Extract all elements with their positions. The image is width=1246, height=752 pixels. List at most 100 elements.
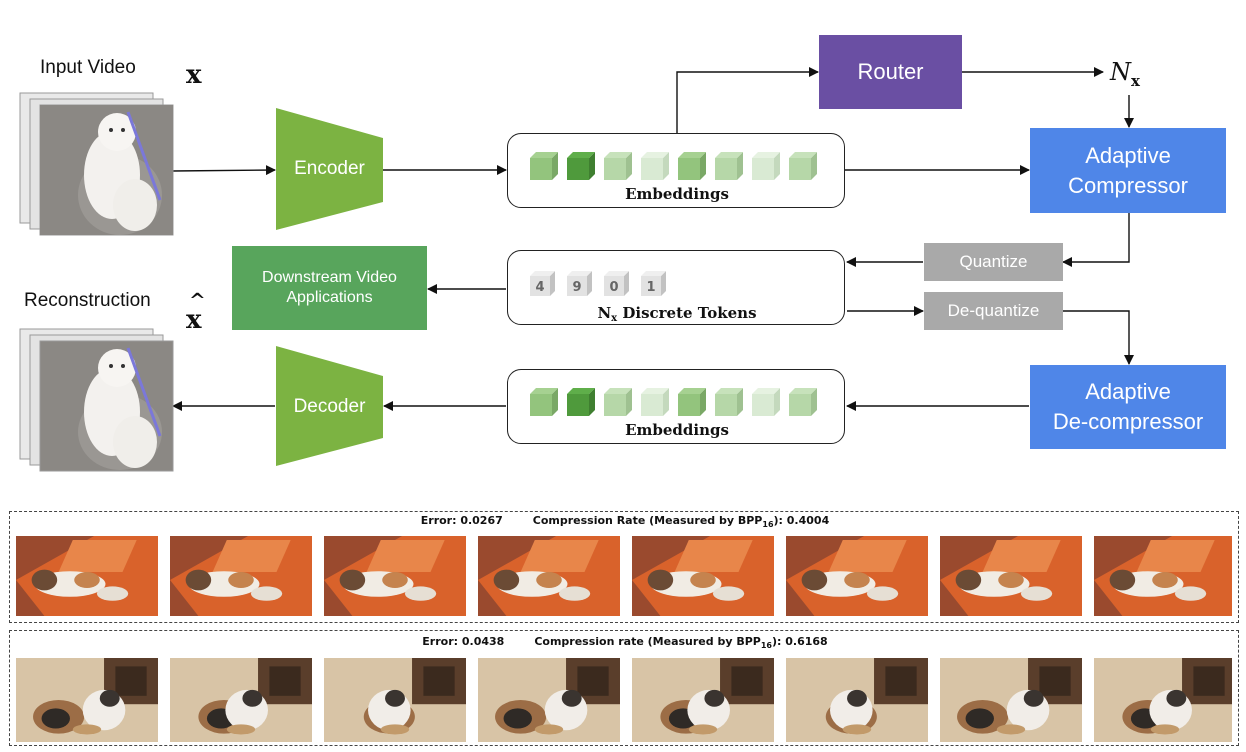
example-1-error: Error: 0.0267 [420, 514, 503, 527]
reconstruction-label: Reconstruction [24, 290, 151, 311]
token-digit: 4 [535, 280, 544, 295]
adaptive-decompressor-line2: De-compressor [1052, 409, 1204, 434]
example-panel-2: Error: 0.0438 Compression rate (Measured … [9, 630, 1239, 746]
router-label: Router [857, 59, 924, 84]
embedding-cube [530, 388, 558, 416]
input-symbol: x [186, 60, 202, 90]
tokens-panel: 4 9 0 1 Nx Discrete Tokens [507, 250, 845, 325]
embedding-cube [789, 152, 817, 180]
adaptive-decompressor-line1: Adaptive [1085, 379, 1171, 404]
dequantize-box: De-quantize [924, 292, 1063, 330]
embedding-cube [604, 152, 632, 180]
token-blocks: 4 9 0 1 [528, 269, 728, 299]
nx-sub: x [1131, 72, 1140, 90]
embedding-cube [567, 152, 595, 180]
example-2-rate-sub: 16 [760, 641, 772, 650]
embedding-cubes-top [528, 150, 828, 184]
encoder-shape [276, 108, 383, 230]
nx-main: N [1110, 58, 1131, 86]
adaptive-compressor-box: Adaptive Compressor [1030, 128, 1226, 213]
embeddings-panel-top: Embeddings [507, 133, 845, 208]
decoder-shape [276, 346, 383, 466]
adaptive-compressor-line2: Compressor [1068, 172, 1188, 198]
example-1-caption: Error: 0.0267 Compression Rate (Measured … [10, 514, 1240, 529]
example-panel-1: Error: 0.0267 Compression Rate (Measured … [9, 511, 1239, 623]
embedding-cube [641, 388, 669, 416]
embedding-cubes-bottom [528, 386, 828, 420]
embedding-cube [789, 388, 817, 416]
embedding-cube [752, 388, 780, 416]
video-frame-thumbnail [324, 658, 466, 742]
embedding-cube [567, 388, 595, 416]
encoder-label: Encoder [294, 158, 365, 179]
arrow-compressor-to-quantize [1062, 213, 1130, 267]
video-frame-thumbnail [786, 658, 928, 742]
token-digit: 9 [572, 280, 581, 295]
token-digit: 0 [609, 280, 618, 295]
arrow-dequantize-to-decompressor [1063, 310, 1134, 365]
input-video-frames [19, 92, 174, 236]
decoder-label: Decoder [293, 396, 366, 417]
embedding-cube [752, 152, 780, 180]
embedding-cube [715, 152, 743, 180]
video-frame-thumbnail [324, 536, 466, 616]
example-2-error: Error: 0.0438 [422, 635, 505, 648]
embeddings-bottom-label: Embeddings [625, 421, 729, 439]
input-video-label: Input Video [40, 57, 136, 78]
embedding-cube [641, 152, 669, 180]
video-frame-thumbnail [1094, 536, 1236, 616]
token-blocks-svg: 4 9 0 1 [530, 271, 666, 296]
example-1-frames [16, 536, 1236, 616]
adaptive-compressor-line1: Adaptive [1085, 142, 1171, 168]
tokens-label-rest: Discrete Tokens [617, 304, 757, 322]
video-frame-thumbnail [16, 536, 158, 616]
recon-symbol: x [186, 305, 202, 335]
example-1-rate-suffix: ): 0.4004 [773, 514, 830, 527]
embedding-cube [678, 388, 706, 416]
reconstruction-frames [19, 328, 174, 472]
embedding-cube [530, 152, 558, 180]
downstream-line2: Applications [286, 289, 373, 306]
video-frame-thumbnail [940, 536, 1082, 616]
example-1-rate-prefix: Compression Rate (Measured by BPP [532, 514, 763, 527]
embedding-cube [604, 388, 632, 416]
dequantize-label: De-quantize [947, 301, 1040, 320]
example-2-frames [16, 658, 1236, 742]
video-frame-thumbnail [170, 658, 312, 742]
video-frame-thumbnail [940, 658, 1082, 742]
nx-symbol: Nx [1110, 58, 1140, 90]
discrete-token: 1 [641, 271, 666, 296]
adaptive-decompressor-box: Adaptive De-compressor [1030, 365, 1226, 449]
video-frame-thumbnail [1094, 658, 1236, 742]
video-frame-thumbnail [478, 536, 620, 616]
embedding-cubes-svg [530, 152, 817, 180]
video-frame-thumbnail [632, 658, 774, 742]
recon-hat: ^ [189, 288, 206, 312]
downstream-box: Downstream Video Applications [232, 246, 427, 330]
frame-strip-svg [16, 658, 1236, 742]
video-frame-thumbnail [632, 536, 774, 616]
router-box: Router [819, 35, 962, 109]
embedding-cubes-svg [530, 388, 817, 416]
embedding-cube [715, 388, 743, 416]
embedding-cube [678, 152, 706, 180]
video-frame-thumbnail [786, 536, 928, 616]
quantize-box: Quantize [924, 243, 1063, 281]
example-2-caption: Error: 0.0438 Compression rate (Measured … [10, 635, 1240, 650]
discrete-token: 9 [567, 271, 592, 296]
example-2-rate-prefix: Compression rate (Measured by BPP [534, 635, 761, 648]
token-digit: 1 [646, 280, 655, 295]
tokens-label: Nx Discrete Tokens [508, 304, 846, 324]
embeddings-panel-bottom: Embeddings [507, 369, 845, 444]
video-frame-thumbnail [170, 536, 312, 616]
downstream-line1: Downstream Video [262, 269, 397, 286]
example-2-rate-suffix: ): 0.6168 [772, 635, 828, 648]
frame-strip-svg [16, 536, 1236, 616]
embeddings-top-label: Embeddings [625, 185, 729, 203]
arrow-embeddings-to-router [676, 67, 819, 133]
quantize-label: Quantize [959, 252, 1028, 271]
example-1-rate-sub: 16 [762, 520, 774, 529]
arrow-input-to-encoder [171, 165, 276, 176]
video-frame-thumbnail [16, 658, 158, 742]
